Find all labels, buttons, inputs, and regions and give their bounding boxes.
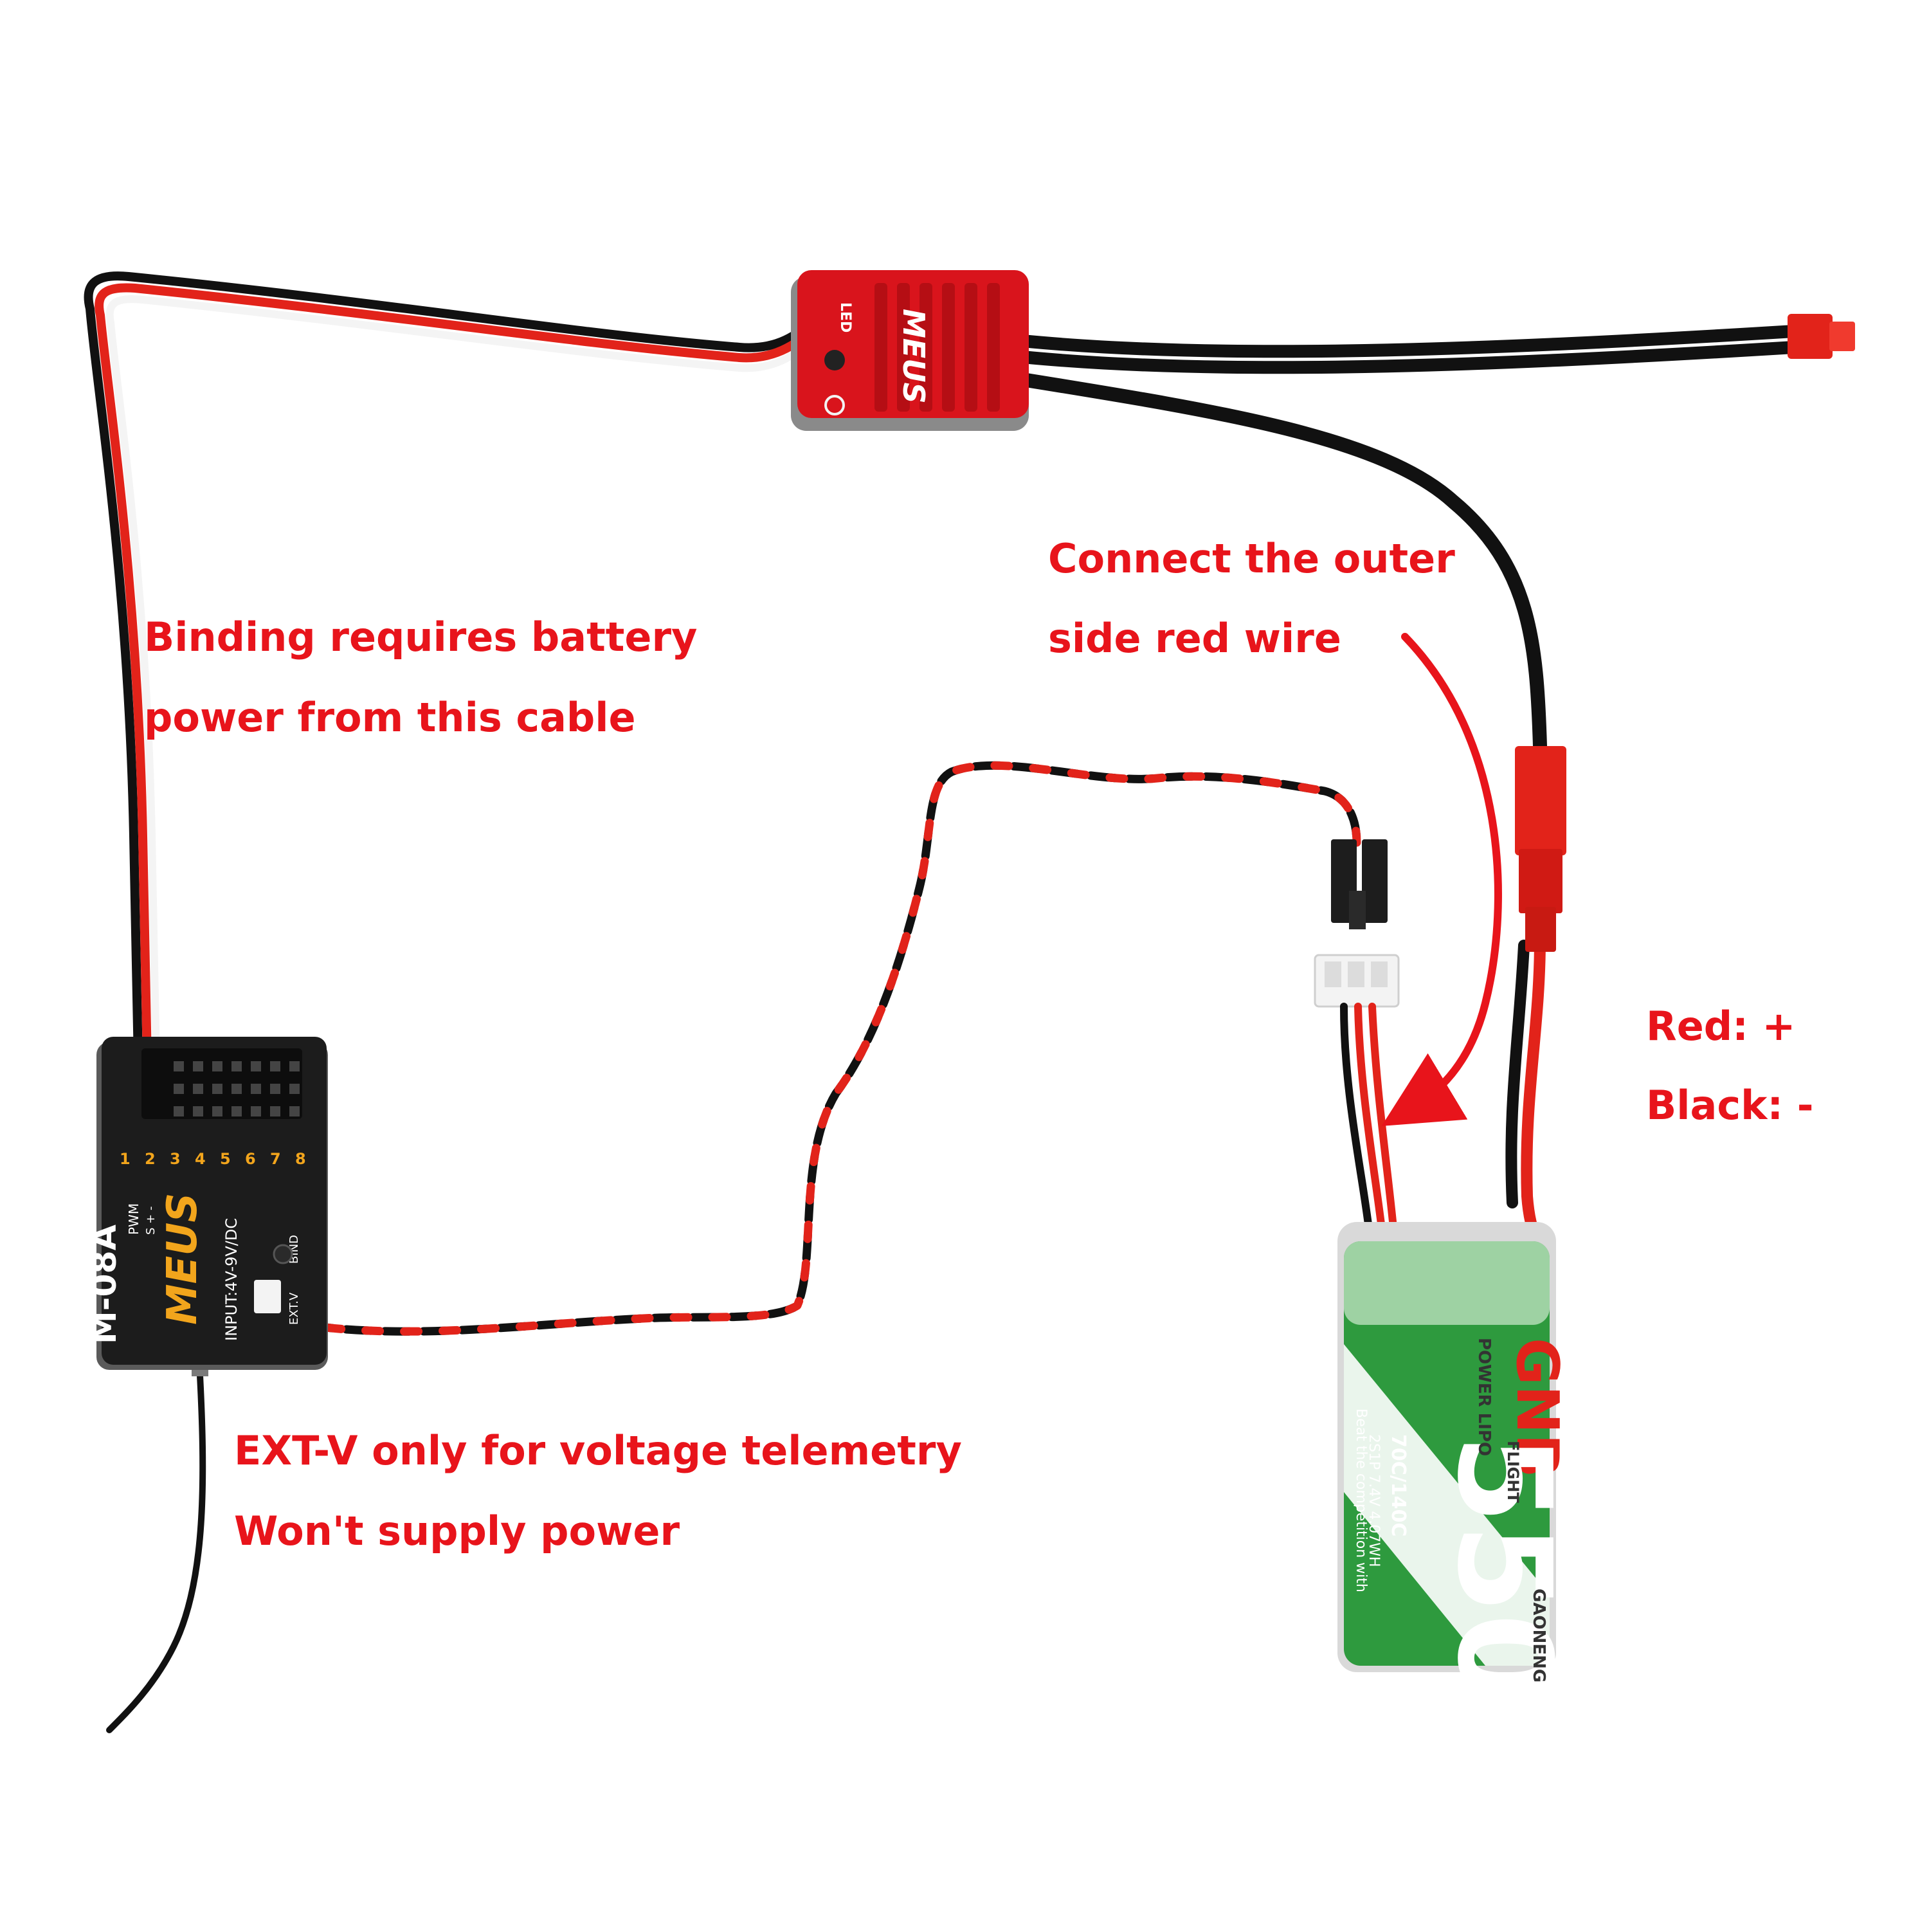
channel-label: 7	[270, 1150, 281, 1168]
balance-lead-wires	[1340, 1003, 1398, 1239]
channel-label: 6	[245, 1150, 256, 1168]
battery-brand-logo: GNB	[1503, 1338, 1571, 1478]
esc-battery-leads	[1015, 372, 1547, 1247]
esc-power-icon	[824, 395, 845, 415]
binding-note-line2: power from this cable	[144, 694, 636, 741]
legend-black: Black: -	[1646, 1082, 1814, 1129]
receiver-extv-label: EXT.V	[287, 1292, 301, 1325]
extv-port-icon	[254, 1280, 281, 1313]
battery-rating: 70C/140C	[1387, 1434, 1409, 1536]
channel-label: 5	[220, 1150, 231, 1168]
esc-brand-logo: MEUS	[896, 309, 931, 404]
channel-label: 3	[170, 1150, 181, 1168]
receiver-module: 1 2 3 4 5 6 7 8 M-08A MEUS PWM S + - INP…	[86, 1037, 328, 1370]
receiver-pwm-label: PWM	[126, 1203, 141, 1235]
esc-led-icon	[824, 350, 845, 370]
channel-label: 8	[295, 1150, 306, 1168]
channel-label: 1	[120, 1150, 131, 1168]
binding-note-line1: Binding requires battery	[144, 614, 698, 661]
esc-module: LED MEUS	[791, 270, 1029, 431]
battery-type-label: POWER LIPO	[1474, 1338, 1494, 1456]
connect-note-line2: side red wire	[1048, 615, 1341, 662]
receiver-pin-holes	[174, 1061, 300, 1116]
legend-red: Red: +	[1646, 1003, 1796, 1050]
jst-battery-connector	[1515, 746, 1566, 952]
extv-note-line1: EXT-V only for voltage telemetry	[234, 1427, 962, 1474]
channel-label: 2	[145, 1150, 156, 1168]
connect-note-line1: Connect the outer	[1048, 535, 1455, 582]
lipo-battery: GNB 550 70C/140C 2S1P 7.4V 4.07WH Beat t…	[1337, 1222, 1579, 1702]
receiver-model-label: M-08A	[86, 1225, 124, 1344]
battery-maker-label: GAONENG	[1529, 1589, 1548, 1682]
receiver-brand-logo: MEUS	[159, 1193, 206, 1325]
channel-labels: 1 2 3 4 5 6 7 8	[120, 1150, 306, 1168]
extv-telemetry-cable	[266, 761, 1361, 1336]
battery-capacity: 550	[1429, 1434, 1579, 1702]
annotation-arrow	[1381, 633, 1502, 1126]
receiver-servo-cable	[84, 271, 824, 1098]
receiver-input-label: INPUT:4V-9V/DC	[222, 1218, 240, 1341]
receiver-pin-legend: S + -	[144, 1207, 158, 1235]
bind-button-icon	[273, 1244, 293, 1264]
extv-note-line2: Won't supply power	[234, 1508, 680, 1554]
balance-plug-adapter	[1314, 839, 1400, 1008]
channel-label: 4	[195, 1150, 206, 1168]
jst-output-connector	[1788, 314, 1855, 359]
battery-spec: 2S1P 7.4V 4.07WH	[1366, 1434, 1382, 1567]
receiver-antenna	[106, 1351, 208, 1733]
battery-slogan: Beat the competition with	[1353, 1408, 1369, 1592]
esc-led-label: LED	[837, 302, 853, 333]
esc-motor-leads	[1016, 325, 1800, 374]
battery-series-label: FLIGHT	[1504, 1441, 1522, 1503]
